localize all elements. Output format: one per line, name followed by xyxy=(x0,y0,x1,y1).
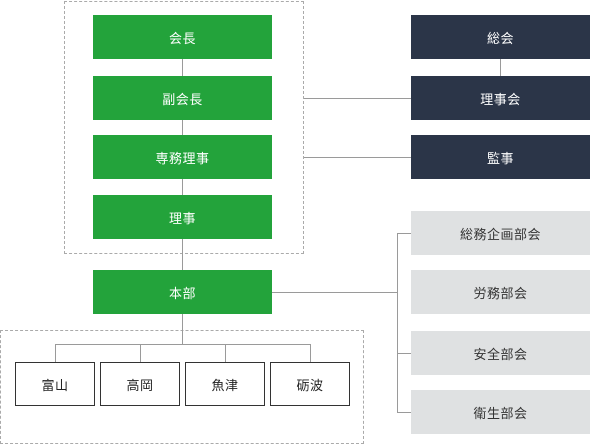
node-branch-takaoka: 高岡 xyxy=(100,362,180,406)
node-branch-tonami: 砺波 xyxy=(270,362,350,406)
department-branch-line-3 xyxy=(397,412,411,413)
hq-to-departments-line xyxy=(272,292,398,293)
branch-bus-line xyxy=(55,344,311,345)
node-health-committee: 衛生部会 xyxy=(411,390,590,434)
node-labor-committee: 労務部会 xyxy=(411,270,590,314)
branch-drop-line-1 xyxy=(55,344,56,362)
assembly-to-board-line xyxy=(500,58,501,76)
node-board-of-directors: 理事会 xyxy=(411,76,590,120)
branch-drop-line-3 xyxy=(225,344,226,362)
node-managing-director: 専務理事 xyxy=(93,135,272,179)
node-headquarters: 本部 xyxy=(93,270,272,314)
node-general-assembly: 総会 xyxy=(411,15,590,59)
vice-chair-to-board-line xyxy=(304,98,412,99)
node-vice-chairman: 副会長 xyxy=(93,76,272,120)
node-auditor: 監事 xyxy=(411,135,590,179)
branch-drop-line-2 xyxy=(140,344,141,362)
node-branch-uozu: 魚津 xyxy=(185,362,265,406)
executive-group-frame xyxy=(64,1,304,254)
department-branch-line-1 xyxy=(397,233,411,234)
branch-drop-line-4 xyxy=(310,344,311,362)
department-branch-line-2 xyxy=(397,353,411,354)
hq-to-branches-line xyxy=(182,314,183,344)
node-chairman: 会長 xyxy=(93,15,272,59)
node-general-affairs-committee: 総務企画部会 xyxy=(411,211,590,255)
department-spine-line xyxy=(397,233,398,413)
node-safety-committee: 安全部会 xyxy=(411,331,590,375)
node-director: 理事 xyxy=(93,195,272,239)
node-branch-toyama: 富山 xyxy=(15,362,95,406)
director-to-auditor-line xyxy=(304,157,412,158)
